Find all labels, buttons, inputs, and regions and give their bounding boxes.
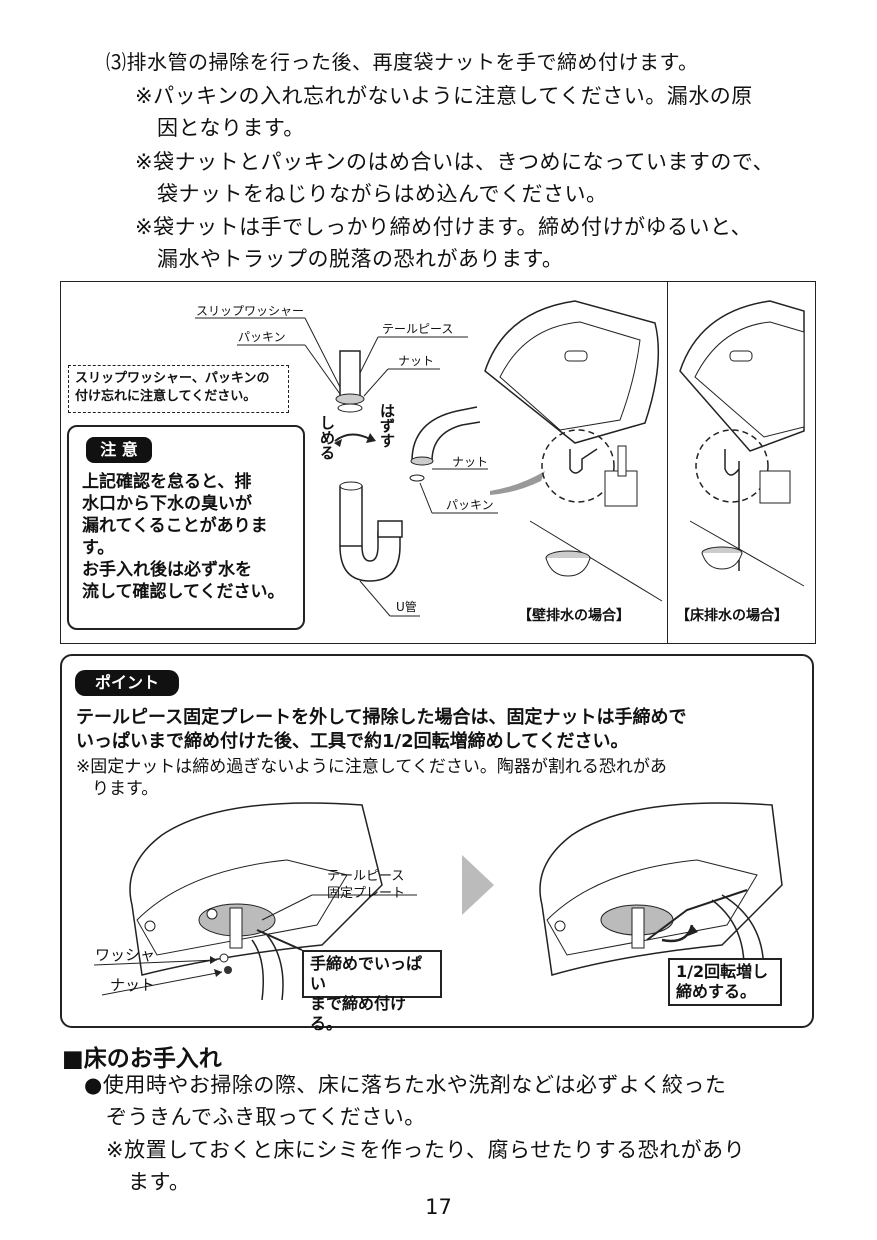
caption-floor: 【床排水の場合】: [676, 608, 788, 624]
tailpiece-plate-illustration: [93, 802, 783, 1001]
point-badge: ポイント: [75, 670, 179, 696]
note2-line2: 袋ナットをねじりながらはめ込んでください。: [157, 182, 608, 206]
caution-line: す。: [82, 538, 115, 558]
label-plate: テールピース 固定プレート: [327, 868, 405, 902]
point-bold-line1: テールピース固定プレートを外して掃除した場合は、固定ナットは手締めで: [76, 707, 687, 728]
caution-line: 水口から下水の臭いが: [82, 494, 252, 514]
caption-wall: 【壁排水の場合】: [518, 608, 630, 624]
point-note-line2: ります。: [92, 779, 159, 799]
label-nut: ナット: [398, 354, 435, 368]
label-point-nut: ナット: [110, 976, 156, 994]
floor-bullet-line2: ぞうきんでふき取ってください。: [106, 1105, 426, 1129]
page-number: 17: [425, 1195, 452, 1219]
callout2-line2: 締めする。: [676, 982, 757, 1001]
note3-line2: 漏水やトラップの脱落の恐れがあります。: [157, 247, 564, 271]
callout-hand-tighten: 手締めでいっぱい まで締め付ける。: [302, 950, 442, 1033]
point-note-line1: ※固定ナットは締め過ぎないように注意してください。陶器が割れる恐れがあ: [76, 757, 667, 777]
figure-divider: [667, 282, 668, 643]
floor-note-line1: ※放置しておくと床にシミを作ったり、腐らせたりする恐れがあり: [106, 1138, 746, 1162]
label-slip-washer: スリップワッシャー: [196, 304, 305, 318]
warning-note-box: スリップワッシャー、パッキンの 付け忘れに注意してください。: [68, 365, 289, 413]
note1-line2: 因となります。: [157, 116, 305, 140]
label-plate-line2: 固定プレート: [327, 886, 406, 901]
drain-parts-illustration: [195, 300, 805, 617]
floor-note-line2: ます。: [128, 1170, 191, 1194]
label-packing: パッキン: [238, 330, 286, 344]
callout-half-turn: 1/2回転増し 締めする。: [668, 958, 782, 1006]
floor-bullet-line1: ●使用時やお掃除の際、床に落ちた水や洗剤などは必ずよく絞った: [84, 1073, 727, 1097]
drain-diagram-frame: [60, 281, 816, 644]
label-plate-line1: テールピース: [327, 869, 405, 884]
callout2-line1: 1/2回転増し: [676, 962, 769, 981]
warning-note-line1: スリップワッシャー、パッキンの: [75, 371, 270, 386]
label-packing2: パッキン: [446, 498, 494, 512]
note2-line1: ※袋ナットとパッキンのはめ合いは、きつめになっていますので、: [135, 150, 775, 174]
label-tailpiece: テールピース: [382, 322, 454, 336]
label-nut2: ナット: [452, 455, 489, 469]
callout1-line2: まで締め付ける。: [310, 994, 407, 1033]
callout1-line1: 手締めでいっぱい: [310, 954, 423, 993]
note1-line1: ※パッキンの入れ忘れがないように注意してください。漏水の原: [135, 84, 753, 108]
point-bold-line2: いっぱいまで締め付けた後、工具で約1/2回転増締めしてください。: [76, 731, 629, 752]
label-washer: ワッシャ: [95, 946, 156, 964]
label-tighten: しめる: [320, 414, 336, 462]
point-box: ポイント テールピース固定プレートを外して掃除した場合は、固定ナットは手締めで …: [60, 654, 814, 1028]
caution-text: 上記確認を怠ると、排 水口から下水の臭いが 漏れてくることがありま す。 お手入…: [82, 471, 302, 603]
label-remove: はずす: [380, 402, 396, 450]
caution-line: 流して確認してください。: [82, 582, 285, 602]
caution-line: 漏れてくることがありま: [82, 516, 268, 536]
step3-text: ⑶排水管の掃除を行った後、再度袋ナットを手で締め付けます。: [106, 50, 699, 74]
caution-line: 上記確認を怠ると、排: [82, 472, 252, 492]
caution-box: 注 意 上記確認を怠ると、排 水口から下水の臭いが 漏れてくることがありま す。…: [67, 425, 305, 630]
caution-badge: 注 意: [86, 437, 152, 463]
caution-line: お手入れ後は必ず水を: [82, 560, 252, 580]
note3-line1: ※袋ナットは手でしっかり締め付けます。締め付けがゆるいと、: [135, 215, 753, 239]
floor-care-heading: ■床のお手入れ: [62, 1046, 222, 1072]
label-u-pipe: U管: [396, 600, 417, 614]
warning-note-line2: 付け忘れに注意してください。: [75, 389, 257, 404]
